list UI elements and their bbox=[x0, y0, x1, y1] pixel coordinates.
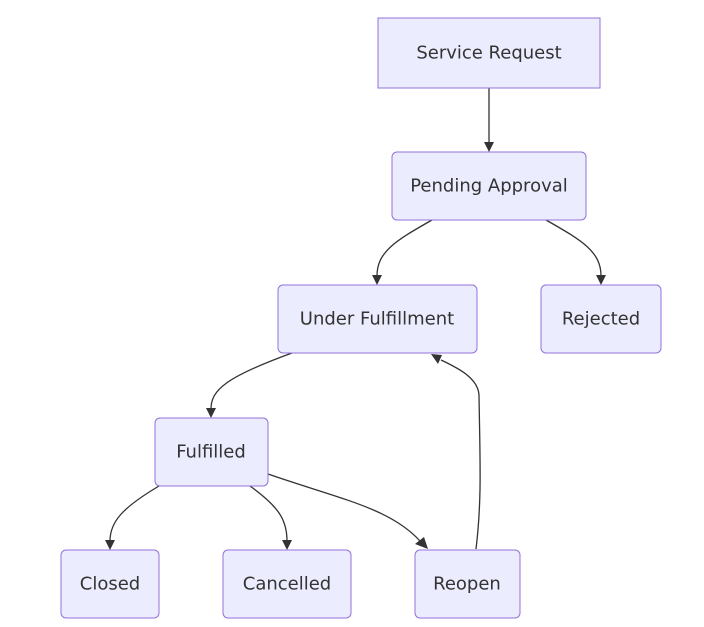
node-label-cancelled: Cancelled bbox=[243, 574, 331, 595]
node-label-closed: Closed bbox=[80, 574, 140, 595]
edge-pending-approval-to-rejected bbox=[545, 219, 606, 285]
node-pending-approval: Pending Approval bbox=[391, 151, 587, 221]
node-cancelled: Cancelled bbox=[222, 549, 352, 619]
node-fulfilled: Fulfilled bbox=[154, 417, 269, 487]
node-label-fulfilled: Fulfilled bbox=[176, 442, 246, 463]
node-closed: Closed bbox=[60, 549, 160, 619]
edge-fulfilled-to-reopen bbox=[267, 473, 428, 549]
node-under-fulfillment: Under Fulfillment bbox=[277, 284, 478, 354]
edge-pending-approval-to-under-fulfillment bbox=[372, 219, 433, 285]
node-reopen: Reopen bbox=[414, 549, 521, 619]
node-label-rejected: Rejected bbox=[562, 309, 640, 330]
edge-service-request-to-pending-approval bbox=[484, 88, 494, 152]
edge-fulfilled-to-closed bbox=[105, 485, 160, 550]
edges bbox=[105, 88, 606, 550]
node-service-request: Service Request bbox=[377, 17, 601, 89]
node-label-reopen: Reopen bbox=[433, 574, 501, 595]
node-label-pending-approval: Pending Approval bbox=[410, 176, 568, 197]
edge-reopen-to-under-fulfillment bbox=[431, 354, 481, 550]
edge-under-fulfillment-to-fulfilled bbox=[206, 352, 293, 418]
edge-fulfilled-to-cancelled bbox=[249, 485, 292, 550]
node-label-under-fulfillment: Under Fulfillment bbox=[300, 309, 454, 330]
node-label-service-request: Service Request bbox=[416, 43, 561, 64]
node-rejected: Rejected bbox=[540, 284, 662, 354]
